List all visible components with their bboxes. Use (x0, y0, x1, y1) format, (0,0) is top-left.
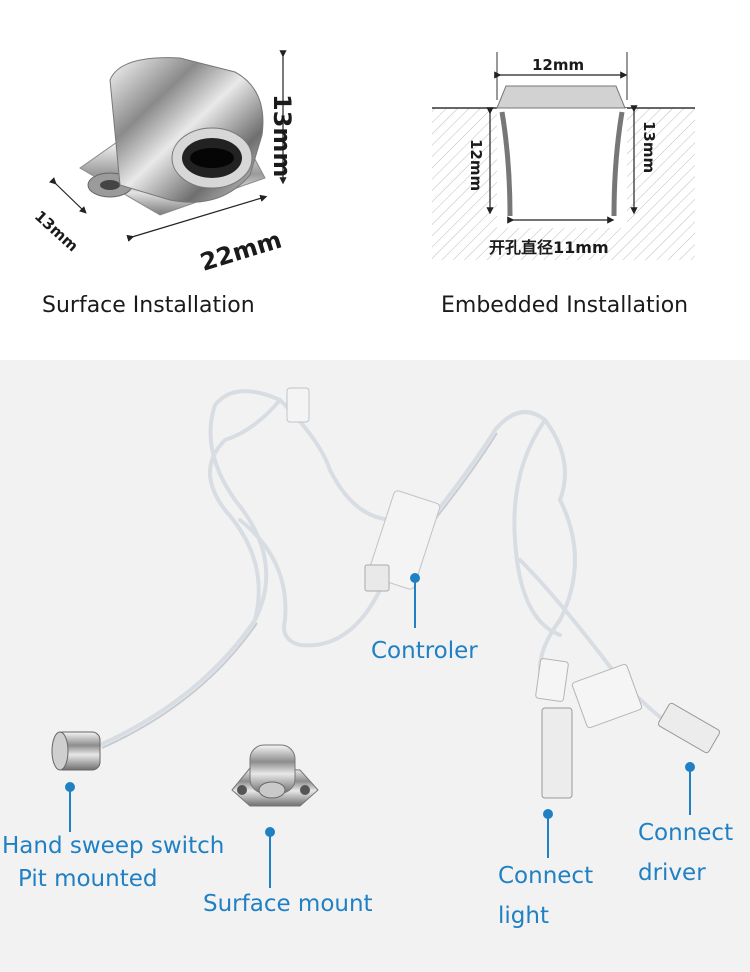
controller-label: Controler (371, 638, 478, 664)
embedded-hole-dim: 开孔直径11mm (489, 238, 609, 257)
callout-pointers (65, 573, 695, 888)
cable-shadows (101, 432, 498, 749)
connect-light-label-line2: light (498, 903, 549, 929)
controller-device (286, 387, 441, 592)
connect-light-label-line1: Connect (498, 863, 594, 889)
connect-driver-label-line2: driver (638, 860, 706, 886)
surface-installation-caption: Surface Installation (42, 293, 255, 318)
driver-connector (571, 663, 721, 754)
switch-label-line2: Pit mounted (18, 866, 158, 892)
top-panel: 13mm 13mm 22mm 12mm 12mm 13mm 开孔直径11mm S… (0, 0, 750, 352)
surface-mount-label: Surface mount (203, 891, 373, 917)
pit-mounted-switch (51, 731, 101, 771)
surface-switch-photo (79, 57, 266, 216)
embedded-diagram (432, 52, 695, 260)
top-illustrations (49, 50, 695, 260)
connect-driver-label-line1: Connect (638, 820, 734, 846)
surface-mount-part (231, 744, 319, 807)
switch-label-line1: Hand sweep switch (2, 833, 225, 859)
embedded-cap-dim: 12mm (532, 56, 585, 74)
cables (98, 389, 672, 747)
embedded-installation-caption: Embedded Installation (441, 293, 689, 318)
light-connector (535, 658, 573, 799)
